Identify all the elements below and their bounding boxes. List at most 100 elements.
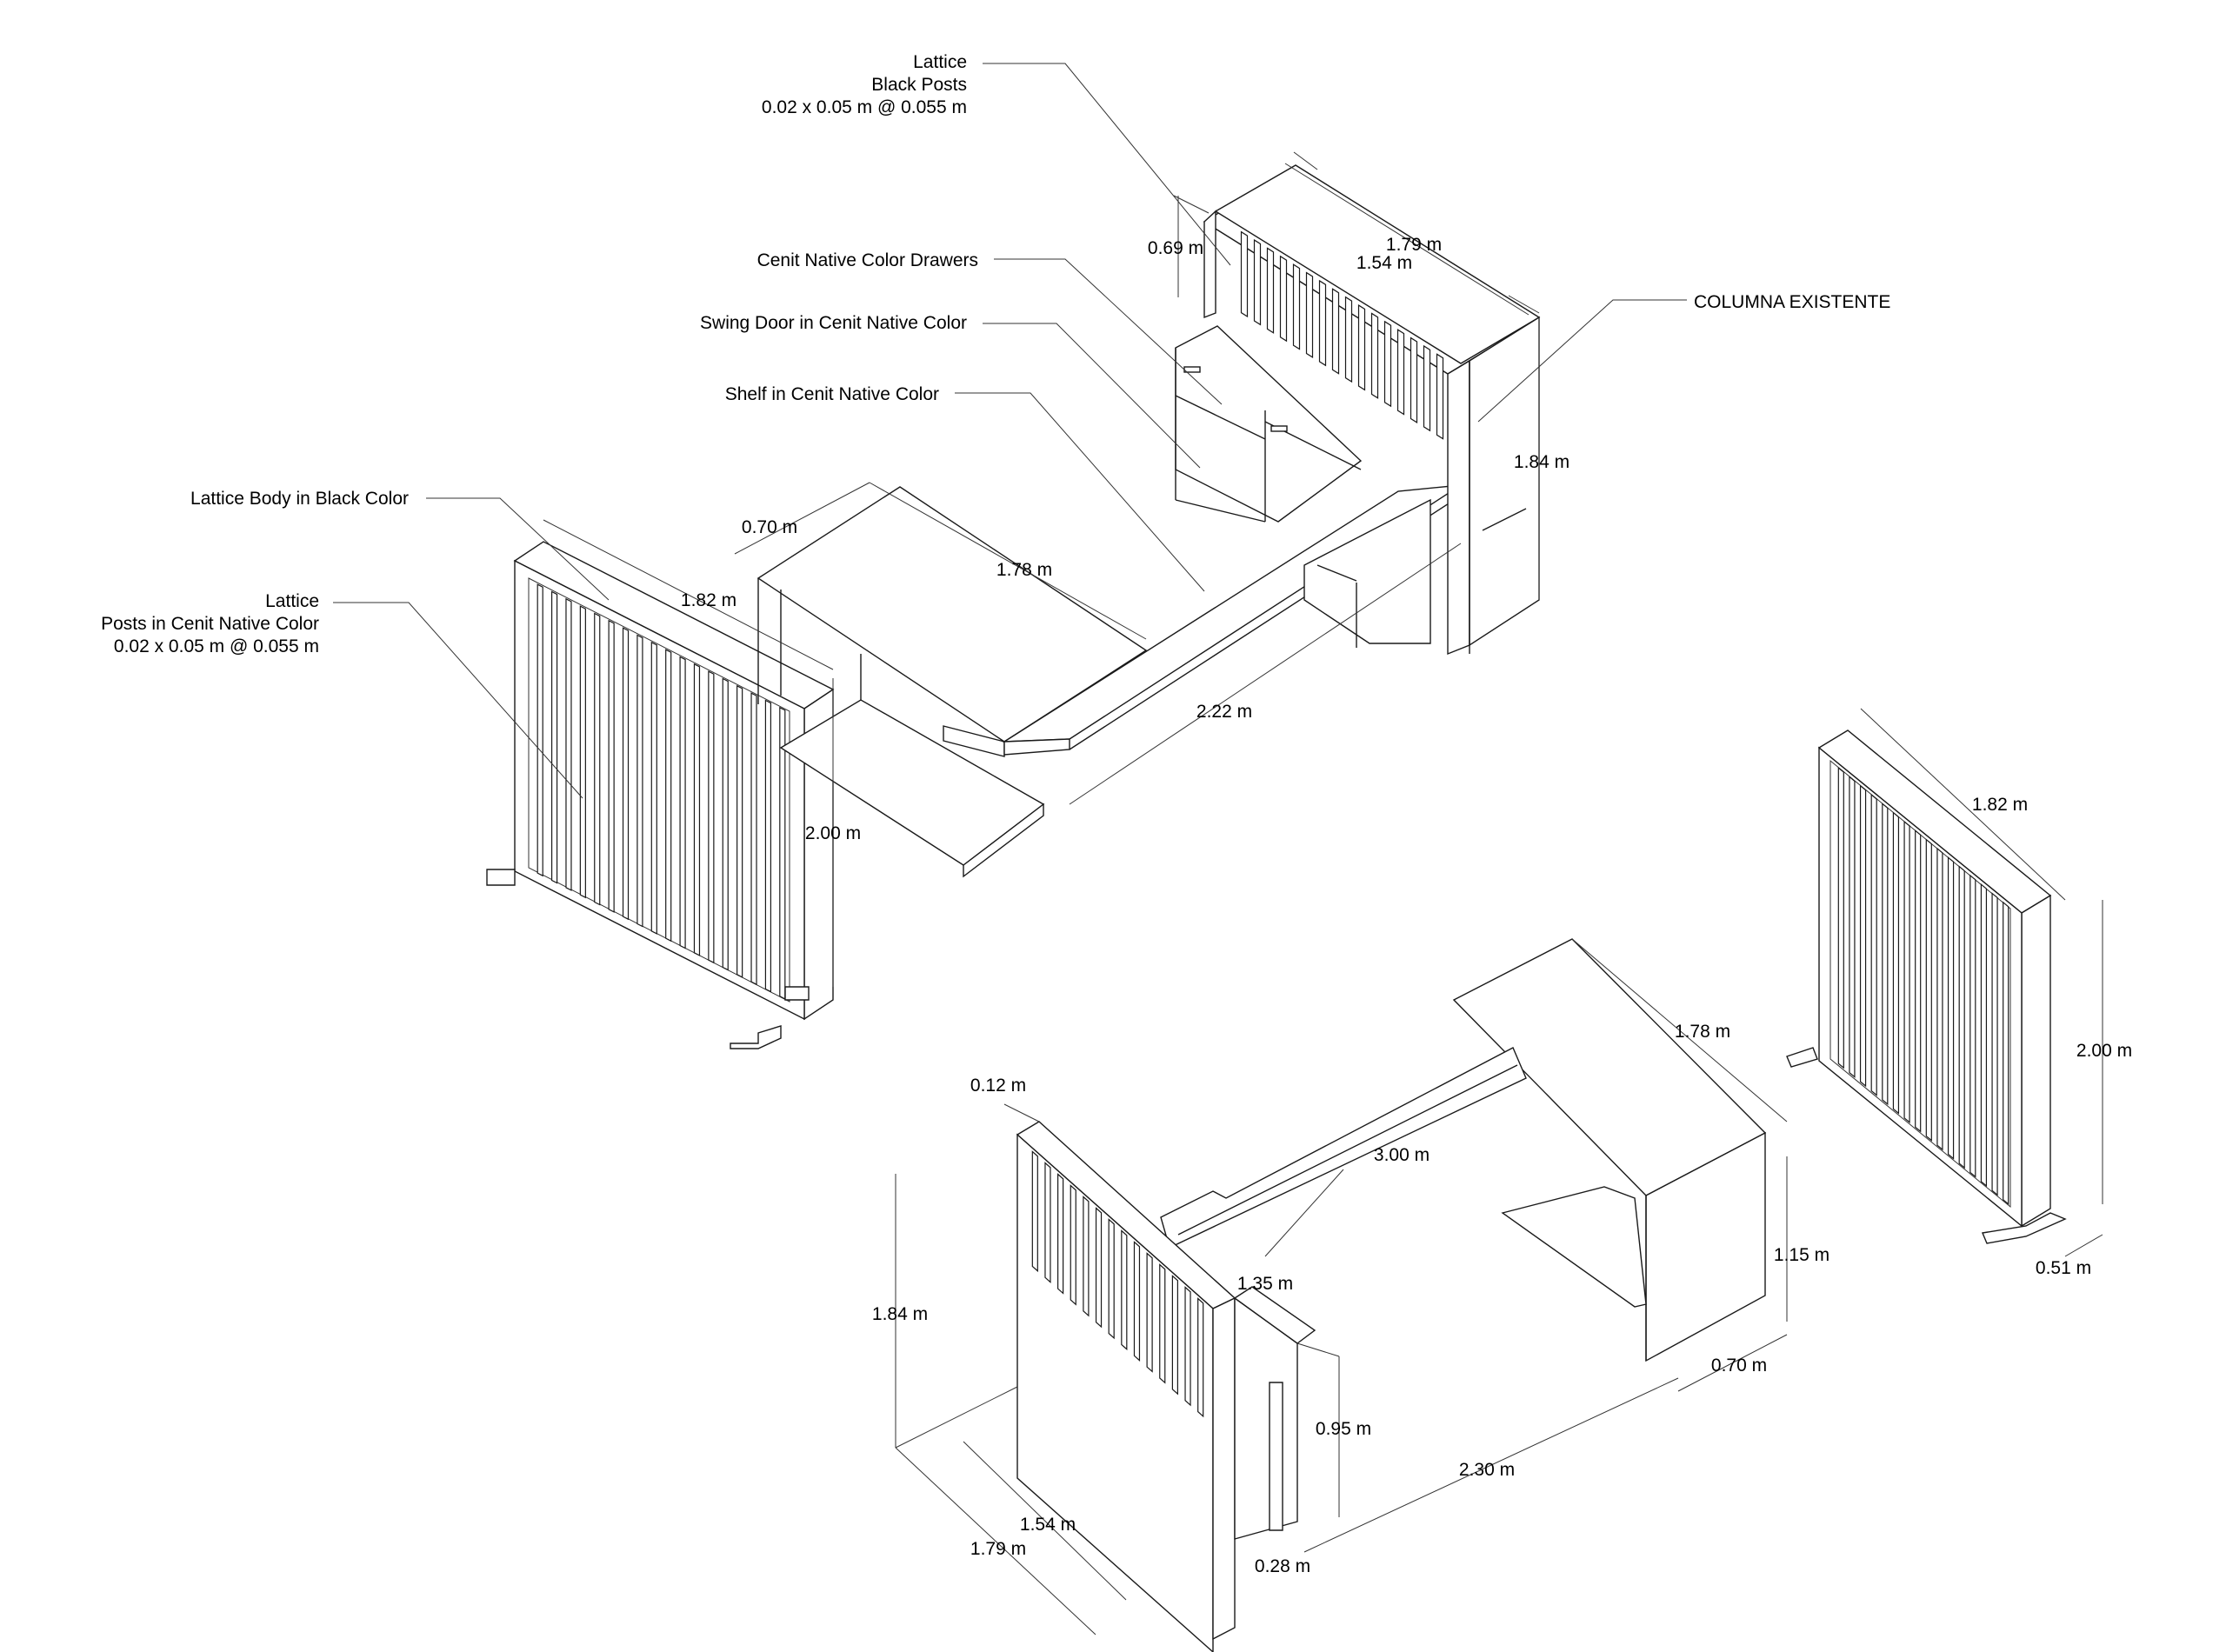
lattice-post xyxy=(1383,320,1392,408)
dim-bot-115: 1.15 m xyxy=(1774,1245,1829,1265)
note-lattice-black-2: Black Posts xyxy=(871,75,967,95)
lattice-post xyxy=(1357,303,1366,391)
dim-bot-179: 1.79 m xyxy=(970,1539,1026,1559)
top-view-dimensions: 0.69 m 1.79 m 1.54 m 1.84 m 0.70 m 1.78 … xyxy=(681,235,1570,843)
lattice-post xyxy=(1344,296,1353,383)
right-lattice-slats xyxy=(1837,766,2009,1205)
lattice-post xyxy=(1031,1150,1038,1273)
lattice-post xyxy=(622,627,630,921)
lattice-post xyxy=(1044,1162,1051,1283)
lattice-post xyxy=(1991,892,1998,1196)
bottom-desk xyxy=(1016,938,1767,1652)
lattice-post xyxy=(1423,344,1431,432)
dim-top-178: 1.78 m xyxy=(996,560,1052,580)
lattice-post xyxy=(1266,247,1275,334)
bottom-view-dimensions: 0.12 m 1.84 m 1.54 m 1.79 m 1.35 m 0.95 … xyxy=(872,795,2132,1576)
dim-top-154: 1.54 m xyxy=(1356,253,1412,273)
dim-bot-300: 3.00 m xyxy=(1374,1145,1430,1165)
note-shelf: Shelf in Cenit Native Color xyxy=(725,384,939,404)
lattice-post xyxy=(1396,329,1405,416)
note-lattice-body: Lattice Body in Black Color xyxy=(190,489,409,509)
dim-top-222: 2.22 m xyxy=(1196,702,1252,722)
note-drawers: Cenit Native Color Drawers xyxy=(757,250,978,270)
left-lattice-panel xyxy=(486,541,835,1049)
lattice-post xyxy=(1197,1297,1204,1418)
lattice-post xyxy=(1070,1184,1076,1306)
dim-bot-200: 2.00 m xyxy=(2076,1041,2132,1061)
lattice-post xyxy=(722,677,729,971)
dim-bot-070: 0.70 m xyxy=(1711,1356,1767,1376)
lattice-post xyxy=(1146,1252,1153,1373)
lattice-post xyxy=(1108,1218,1115,1340)
dim-bot-028: 0.28 m xyxy=(1255,1556,1310,1576)
lattice-post xyxy=(1915,829,1922,1133)
annotation-notes: Lattice Black Posts 0.02 x 0.05 m @ 0.05… xyxy=(101,52,1890,656)
lattice-post xyxy=(1837,766,1844,1069)
top-lattice-slats xyxy=(1240,230,1444,440)
lattice-post xyxy=(1410,336,1418,424)
dim-bot-135: 1.35 m xyxy=(1237,1274,1293,1294)
left-lattice-slats xyxy=(537,583,786,1000)
lattice-post xyxy=(1083,1196,1090,1317)
lattice-post xyxy=(1253,238,1262,326)
lattice-post xyxy=(1159,1263,1166,1384)
note-columna: COLUMNA EXISTENTE xyxy=(1694,292,1890,312)
lattice-post xyxy=(679,656,686,949)
lattice-post xyxy=(1184,1286,1191,1407)
lattice-post xyxy=(1936,847,1943,1151)
lattice-post xyxy=(1925,838,1932,1142)
dim-bot-154: 1.54 m xyxy=(1020,1515,1076,1535)
lattice-post xyxy=(708,670,715,964)
lattice-post xyxy=(1980,883,1988,1188)
lattice-post xyxy=(1859,784,1867,1088)
lattice-post xyxy=(1318,279,1327,367)
lattice-post xyxy=(636,634,643,928)
lattice-post xyxy=(1892,811,1900,1115)
note-lattice-posts-3: 0.02 x 0.05 m @ 0.055 m xyxy=(114,636,319,656)
lattice-post xyxy=(2003,901,2009,1205)
dim-bot-184: 1.84 m xyxy=(872,1304,928,1324)
dim-top-179: 1.79 m xyxy=(1386,235,1442,255)
note-lattice-posts-1: Lattice xyxy=(265,591,319,611)
lattice-post xyxy=(1849,776,1856,1078)
lattice-post xyxy=(594,612,601,906)
lattice-post xyxy=(736,684,743,978)
dim-bot-051: 0.51 m xyxy=(2036,1258,2091,1278)
lattice-post xyxy=(565,597,572,891)
dim-top-184: 1.84 m xyxy=(1514,452,1570,472)
lattice-post xyxy=(750,692,757,986)
lattice-post xyxy=(550,590,558,884)
lattice-post xyxy=(1171,1275,1178,1396)
lattice-post xyxy=(665,649,672,943)
lattice-post xyxy=(779,706,786,1000)
lattice-post xyxy=(1279,255,1288,343)
dim-bot-012: 0.12 m xyxy=(970,1076,1026,1096)
lattice-post xyxy=(1947,856,1955,1160)
note-swing-door: Swing Door in Cenit Native Color xyxy=(700,313,967,333)
lattice-post xyxy=(1870,793,1877,1096)
dim-bot-095: 0.95 m xyxy=(1316,1419,1371,1439)
lattice-post xyxy=(1121,1229,1128,1351)
right-lattice-panel xyxy=(1786,729,2067,1244)
note-lattice-black-3: 0.02 x 0.05 m @ 0.055 m xyxy=(762,97,967,117)
lattice-post xyxy=(1133,1241,1141,1362)
note-lattice-posts-2: Posts in Cenit Native Color xyxy=(101,614,319,634)
note-lattice-black-1: Lattice xyxy=(913,52,967,72)
dim-top-069: 0.69 m xyxy=(1148,238,1203,258)
dimension-lines xyxy=(333,63,2103,1635)
dim-bot-230: 2.30 m xyxy=(1459,1460,1515,1480)
lattice-post xyxy=(537,583,543,877)
lattice-post xyxy=(1331,288,1340,375)
lattice-post xyxy=(608,619,615,913)
lattice-post xyxy=(579,605,586,899)
lattice-post xyxy=(1903,820,1910,1124)
lattice-post xyxy=(693,663,701,956)
dim-bot-182: 1.82 m xyxy=(1972,795,2028,815)
bottom-lattice-slats xyxy=(1031,1150,1204,1418)
lattice-post xyxy=(1057,1173,1064,1295)
lattice-post xyxy=(1240,230,1249,318)
lattice-post xyxy=(1958,865,1965,1169)
lattice-post xyxy=(1436,353,1444,440)
dim-top-070: 0.70 m xyxy=(742,517,797,537)
lattice-post xyxy=(764,699,772,993)
